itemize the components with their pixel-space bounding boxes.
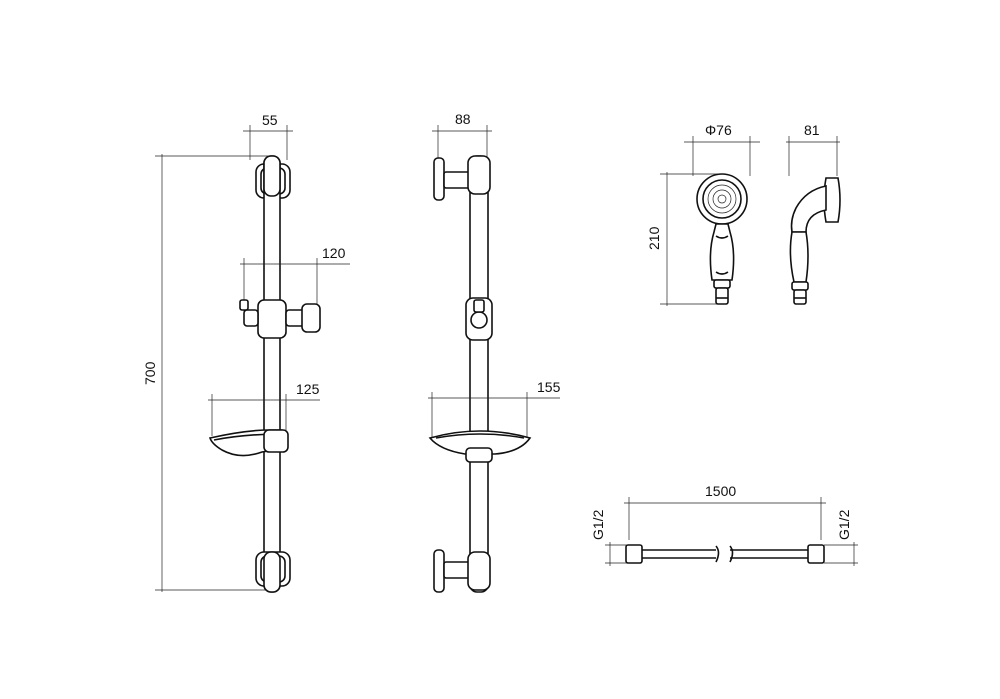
handle-side-collar — [791, 281, 809, 291]
label-g12-left: G1/2 — [590, 509, 606, 540]
slide-rail — [263, 155, 281, 593]
handle-front — [709, 223, 735, 281]
bottom-wall-bracket — [255, 551, 291, 593]
handle-side-thread — [793, 289, 807, 305]
dim-thread-right: G1/2 — [824, 509, 858, 566]
dim-side-depth: 88 — [432, 111, 492, 162]
rail-top-cap — [263, 155, 281, 197]
soap-dish-front — [208, 429, 289, 457]
dim-thread-left: G1/2 — [590, 509, 630, 566]
side-rail-top-cap — [467, 155, 491, 195]
label-55: 55 — [262, 112, 278, 128]
shower-head-nozzles-outer — [707, 184, 737, 214]
shower-head-rim — [696, 173, 748, 225]
dim-total-height: 700 — [142, 154, 270, 592]
shower-head-face — [702, 179, 742, 219]
dim-handshower-length: 210 — [646, 172, 720, 306]
hose-nut-left — [625, 544, 643, 564]
side-rail — [469, 155, 489, 593]
hose-nut-right — [807, 544, 825, 564]
label-210: 210 — [646, 226, 662, 250]
label-700: 700 — [142, 361, 158, 385]
hose-break-right — [729, 545, 734, 563]
label-125: 125 — [296, 381, 320, 397]
dim-front-bar-width: 55 — [243, 112, 293, 160]
front-view: 55 700 120 — [142, 112, 350, 593]
dim-hose-length: 1500 — [624, 483, 826, 540]
side-bottom-bracket — [433, 549, 491, 593]
slider-holder — [239, 299, 321, 339]
handshower-side: 81 — [786, 122, 841, 305]
side-top-bracket — [433, 157, 471, 201]
shower-hose: 1500 G1/2 G1/2 — [590, 483, 858, 566]
label-81: 81 — [804, 122, 820, 138]
dim-head-diameter: Φ76 — [684, 122, 760, 176]
label-155: 155 — [537, 379, 561, 395]
hose-break-left — [715, 545, 720, 563]
label-g12-right: G1/2 — [836, 509, 852, 540]
dim-front-holder-width: 120 — [240, 245, 350, 316]
handshower-front: Φ76 210 — [646, 122, 760, 306]
handle-side — [789, 231, 809, 283]
label-1500: 1500 — [705, 483, 736, 499]
soap-dish-side — [428, 430, 532, 463]
dim-head-side-depth: 81 — [786, 122, 840, 176]
handle-thread — [715, 287, 729, 305]
side-view: 88 155 — [428, 111, 561, 593]
neck-side — [790, 185, 827, 233]
dim-front-dish-width: 125 — [208, 381, 320, 436]
label-phi-76: Φ76 — [705, 122, 732, 138]
label-88: 88 — [455, 111, 471, 127]
label-120: 120 — [322, 245, 346, 261]
dim-side-dish-depth: 155 — [428, 379, 561, 438]
handle-collar — [713, 279, 731, 289]
shower-head-nozzles-mid — [712, 189, 732, 209]
shower-head-nozzles-inner — [717, 194, 727, 204]
side-slider — [465, 297, 493, 341]
